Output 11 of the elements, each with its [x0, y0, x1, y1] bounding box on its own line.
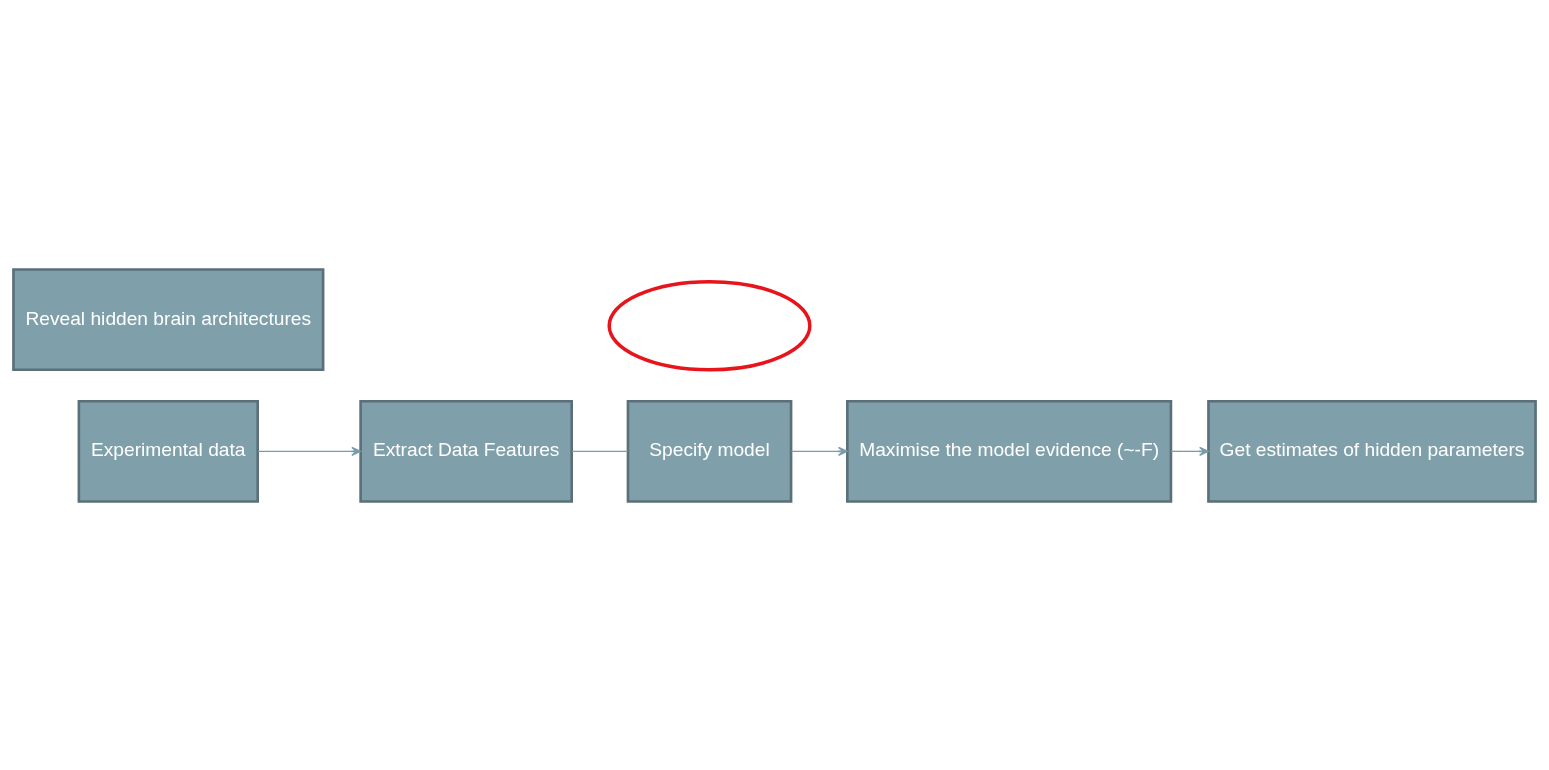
node-box: Extract Data Features [359, 399, 573, 503]
node-ellipse [607, 279, 812, 372]
node-box: Specify model [626, 399, 793, 503]
connector [571, 450, 629, 452]
arrow [257, 446, 362, 456]
node-box: Experimental data [77, 399, 259, 503]
node-box: Get estimates of hidden parameters [1207, 399, 1537, 503]
node-box: Maximise the model evidence (~-F) [846, 399, 1173, 503]
arrow [790, 446, 848, 456]
arrow [1170, 446, 1210, 456]
node-box: Reveal hidden brain architectures [12, 267, 325, 371]
